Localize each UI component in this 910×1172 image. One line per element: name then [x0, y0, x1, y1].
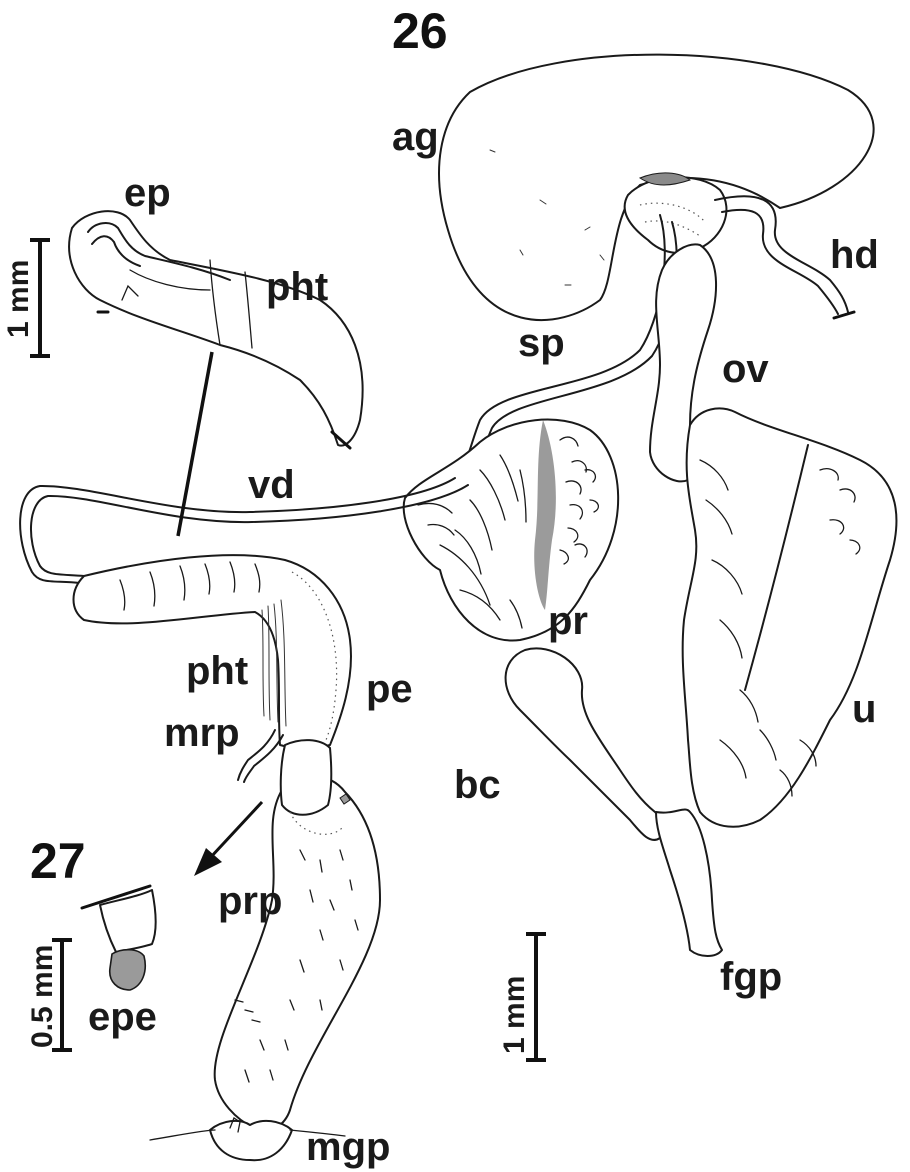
label-fgp: fgp	[720, 955, 782, 999]
label-pht-mid: pht	[186, 649, 248, 693]
label-sp: sp	[518, 321, 565, 365]
label-bc: bc	[454, 763, 501, 807]
scale-bar-left-bottom: 0.5 mm	[26, 940, 72, 1050]
label-prp: prp	[218, 879, 282, 923]
label-pht-top: pht	[266, 265, 328, 309]
uterus	[683, 408, 897, 826]
label-epe: epe	[88, 995, 157, 1039]
scale-bar-left-top: 1 mm	[2, 240, 50, 356]
label-u: u	[852, 687, 876, 731]
label-mgp: mgp	[306, 1125, 390, 1169]
figure-number-27: 27	[30, 833, 86, 889]
epiphallus-detail	[69, 211, 362, 448]
figure-number-26: 26	[392, 3, 448, 59]
label-hd: hd	[830, 233, 879, 277]
proximal-penis	[215, 740, 380, 1131]
arrow-to-fig27	[194, 802, 262, 876]
label-pr: pr	[548, 599, 588, 643]
scale-label-right-bottom: 1 mm	[498, 976, 531, 1054]
fig27-drawing	[82, 886, 156, 990]
scale-bar-right-bottom: 1 mm	[498, 934, 546, 1060]
scale-label-left-bottom: 0.5 mm	[26, 945, 59, 1048]
label-vd: vd	[248, 463, 295, 507]
retractor-muscle	[238, 730, 283, 782]
label-ag: ag	[392, 115, 439, 159]
label-ov: ov	[722, 347, 769, 391]
label-pe: pe	[366, 667, 413, 711]
label-ep: ep	[124, 171, 171, 215]
label-mrp: mrp	[164, 711, 240, 755]
scale-label-left-top: 1 mm	[2, 260, 35, 338]
